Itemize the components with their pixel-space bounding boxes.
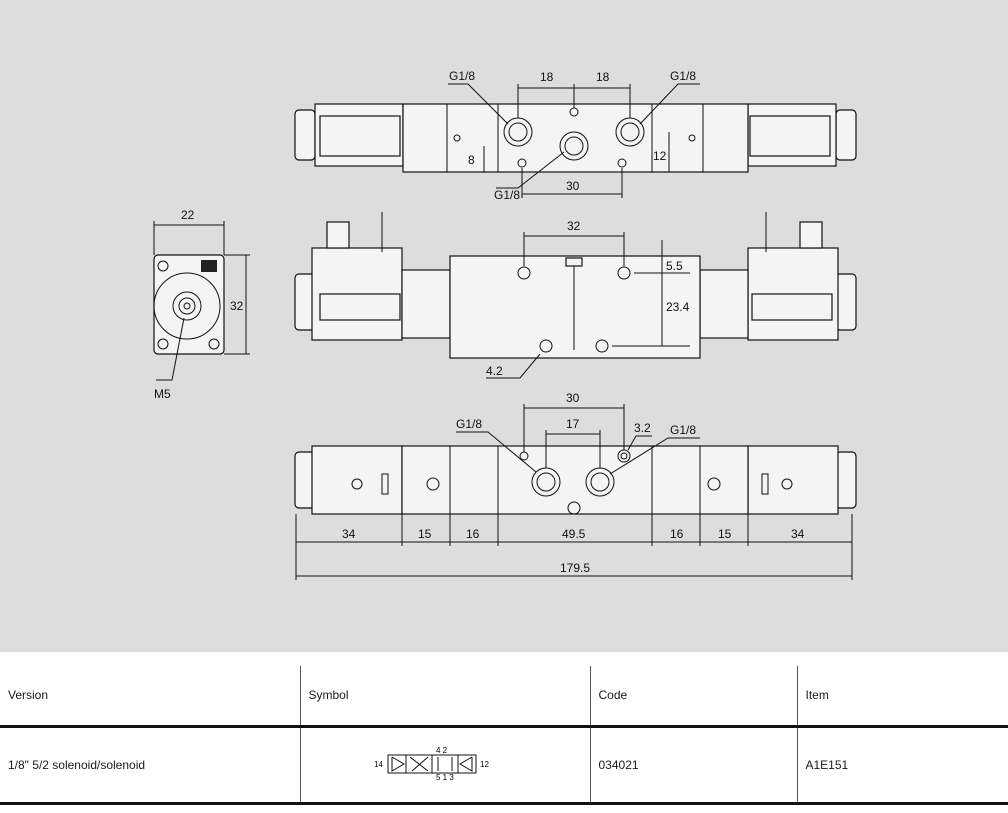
side-dim-hole-dia: 4.2 [486,364,503,378]
side-dim-top: 5.5 [666,259,683,273]
top-dim-spacing-left: 18 [540,70,554,84]
symbol-bottom-ports: 5 1 3 [436,773,454,781]
side-dim-height: 23.4 [666,300,690,314]
segment-dim-5: 16 [670,527,684,541]
cell-symbol: 14 12 4 2 5 1 3 [299,726,590,805]
valve-symbol-icon: 14 12 4 2 5 1 3 [374,746,489,782]
top-port-left-label: G1/8 [449,69,475,83]
segment-dim-3: 16 [466,527,480,541]
top-dim-offset-left: 8 [468,153,475,167]
bottom-port-right-label: G1/8 [670,423,696,437]
total-length-dim: 179.5 [560,561,590,575]
segment-dim-4: 49.5 [562,527,586,541]
cell-item: A1E151 [796,726,1008,805]
top-view [294,83,857,198]
bottom-dim-hole: 3.2 [634,421,651,435]
bottom-view [294,404,857,580]
technical-drawing-panel: G1/8 G1/8 18 18 8 12 30 G1/8 22 32 M5 [0,0,1008,652]
cell-code: 034021 [589,726,797,805]
symbol-left-port: 14 [374,760,383,769]
symbol-right-port: 12 [480,760,489,769]
segment-dim-6: 15 [718,527,732,541]
valve-drawing: G1/8 G1/8 18 18 8 12 30 G1/8 22 32 M5 [153,69,857,580]
top-dim-spacing-right: 18 [596,70,610,84]
end-dim-height: 32 [230,299,244,313]
cell-version: 1/8" 5/2 solenoid/solenoid [0,726,300,805]
top-port-right-label: G1/8 [670,69,696,83]
top-dim-bottom: 30 [566,179,580,193]
header-item: Item [796,666,1008,728]
segment-dim-2: 15 [418,527,432,541]
header-version: Version [0,666,300,728]
symbol-top-ports: 4 2 [436,746,448,755]
end-view [153,221,250,381]
segment-dim-1: 34 [342,527,356,541]
side-view [294,212,857,379]
top-dim-offset-right: 12 [653,149,667,163]
header-symbol: Symbol [299,666,590,728]
bottom-port-left-label: G1/8 [456,417,482,431]
end-thread-label: M5 [154,387,171,401]
top-port-center-label: G1/8 [494,188,520,202]
bottom-dim-outer: 30 [566,391,580,405]
segment-dim-7: 34 [791,527,805,541]
table-header-row: Version Symbol Code Item [0,666,1008,728]
header-code: Code [589,666,797,728]
spec-table: Version Symbol Code Item 1/8" 5/2 soleno… [0,666,1008,805]
side-dim-holes: 32 [567,219,581,233]
bottom-dim-inner: 17 [566,417,580,431]
end-dim-width: 22 [181,208,195,222]
table-row: 1/8" 5/2 solenoid/solenoid 14 12 4 2 [0,726,1008,805]
